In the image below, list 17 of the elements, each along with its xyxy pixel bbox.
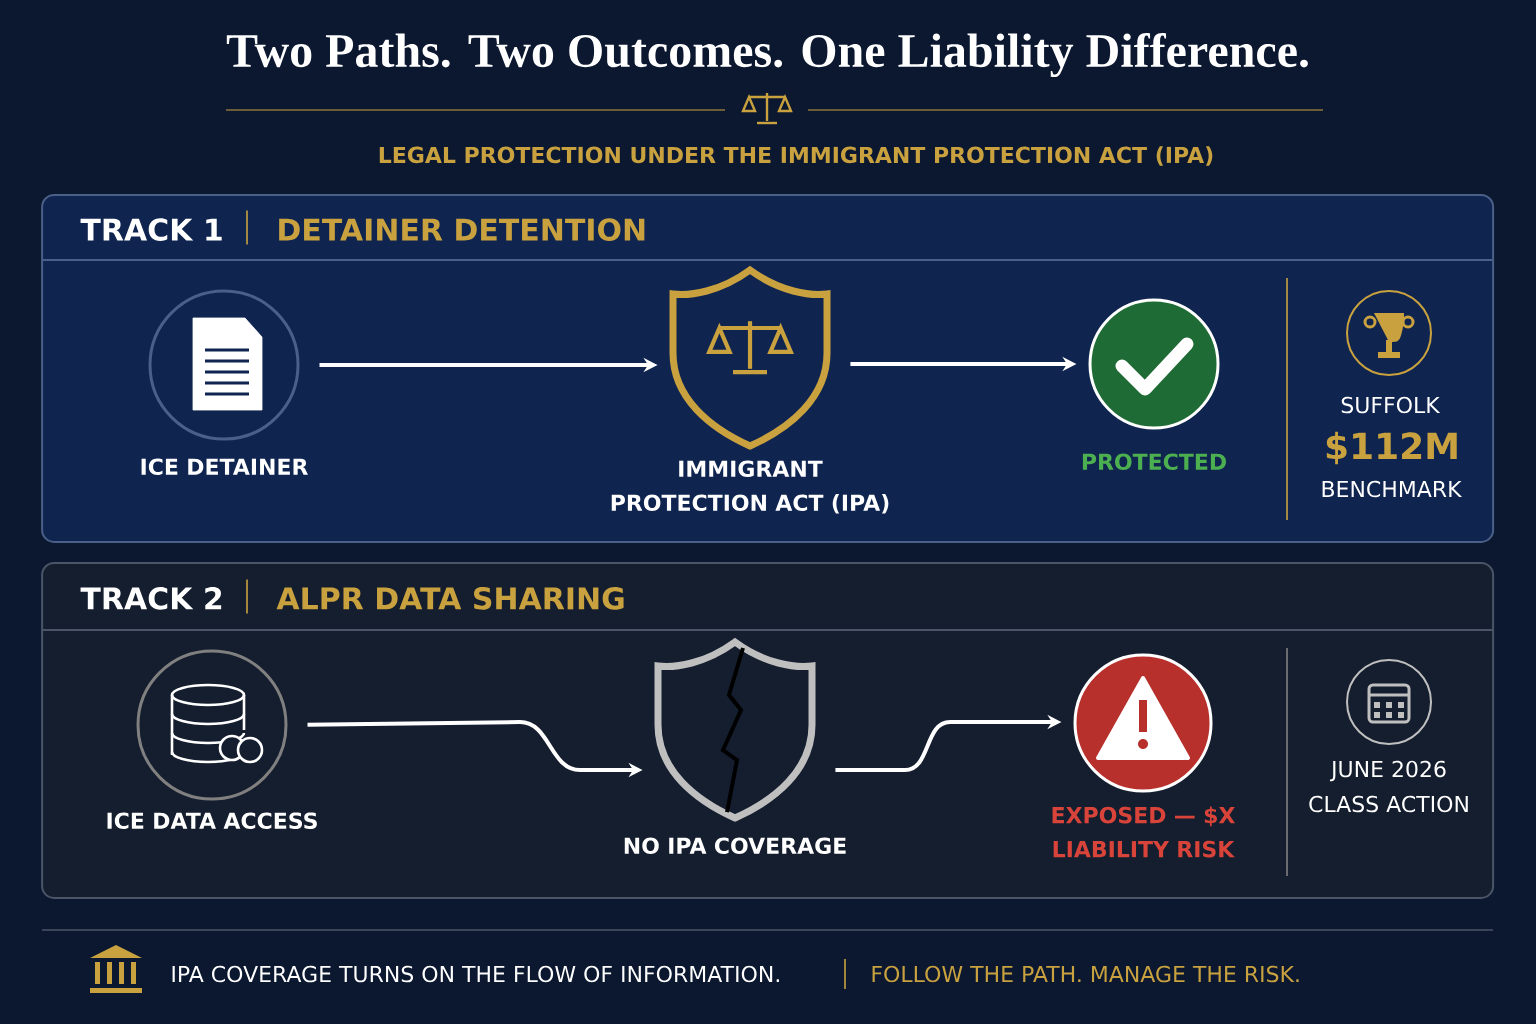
footer-text: IPA COVERAGE TURNS ON THE FLOW OF INFORMATION.	[172, 965, 779, 983]
shield-node: NO IPA COVERAGE	[624, 638, 846, 855]
node-label: EXPOSED — $X LIABILITY RISK	[1052, 806, 1235, 858]
subtitle: LEGAL PROTECTION UNDER THE IMMIGRANT PROTECTION ACT (IPA)	[379, 146, 1213, 166]
node-label: NO IPA COVERAGE	[624, 837, 846, 855]
amount-text: $112M	[1326, 431, 1457, 465]
caption-text: JUNE 2026	[1329, 760, 1446, 782]
footer-text: FOLLOW THE PATH. MANAGE THE RISK.	[872, 965, 1299, 983]
caption-text: BENCHMARK	[1322, 480, 1462, 498]
caption-text: SUFFOLK	[1341, 396, 1441, 414]
caption-text: CLASS ACTION	[1309, 795, 1468, 813]
shield-node: IMMIGRANT PROTECTION ACT (IPA)	[611, 266, 889, 514]
title: Two Paths. Two Outcomes. One Liability Difference.	[226, 32, 1308, 78]
node-label: IMMIGRANT PROTECTION ACT (IPA)	[611, 460, 889, 514]
node-label: ICE DATA ACCESS	[107, 812, 317, 830]
node-label: ICE DETAINER	[141, 458, 308, 476]
node-label: PROTECTED	[1082, 453, 1226, 471]
